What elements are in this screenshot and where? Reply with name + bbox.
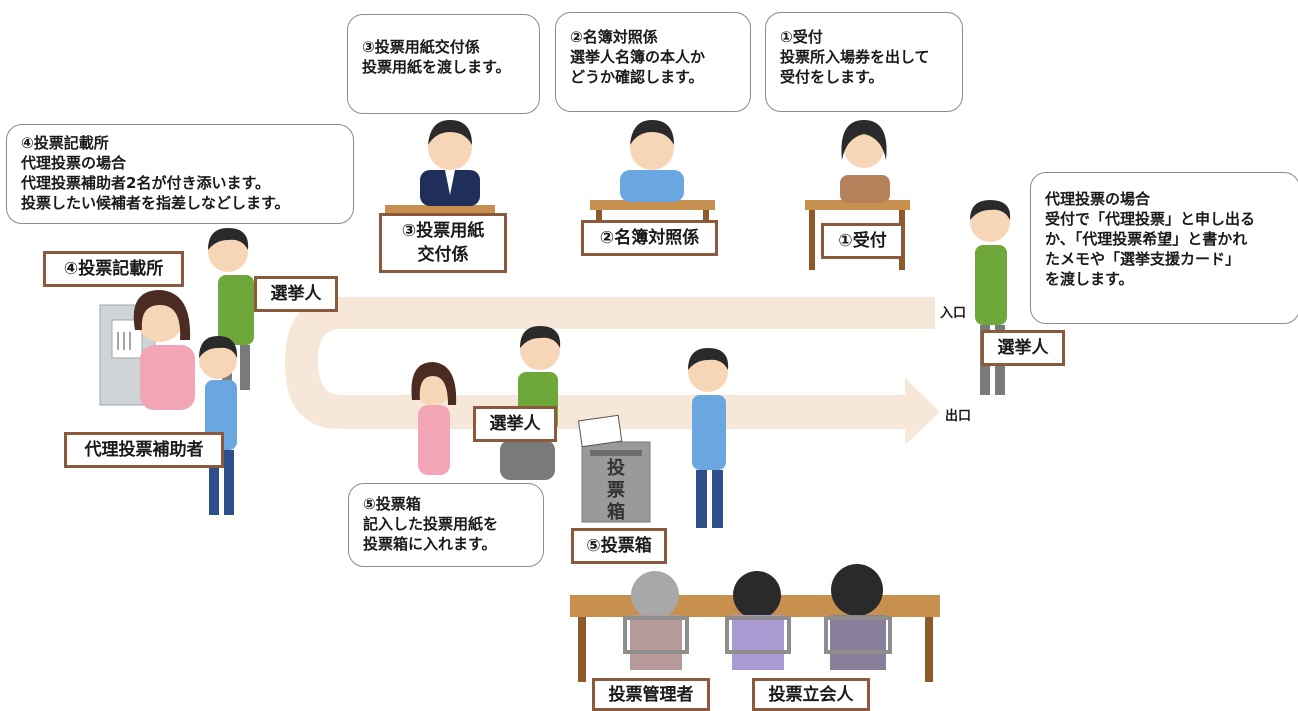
- ballot-box-char: 票: [607, 480, 625, 501]
- manager-figure: [623, 571, 689, 670]
- label-witness: 投票立会人: [752, 678, 870, 711]
- label-voter-right: 選挙人: [981, 330, 1065, 366]
- label-ballot-box: ⑤投票箱: [571, 528, 667, 564]
- witness-figure-2: [824, 564, 892, 670]
- ballot-box-char: 箱: [607, 502, 625, 523]
- register-staff: [620, 120, 684, 202]
- label-issuer: ③投票用紙 交付係: [379, 213, 507, 273]
- assistant-blue: [199, 336, 238, 515]
- flow-path: [285, 297, 940, 445]
- ballot-box-text: 投 票 箱: [603, 458, 629, 524]
- ballot-box: [577, 414, 651, 523]
- label-assistant: 代理投票補助者: [64, 432, 224, 468]
- bubble-issuer: ③投票用紙交付係 投票用紙を渡します。: [347, 14, 540, 114]
- booth-voter: [133, 290, 195, 410]
- label-manager: 投票管理者: [592, 678, 710, 711]
- bubble-booth: ④投票記載所 代理投票の場合 代理投票補助者2名が付き添います。 投票したい候補…: [6, 124, 354, 224]
- bubble-ballot-box: ⑤投票箱 記入した投票用紙を 投票箱に入れます。: [348, 483, 544, 567]
- bubble-proxy: 代理投票の場合 受付で「代理投票」と申し出る か、「代理投票希望」と書かれ たメ…: [1030, 172, 1298, 324]
- label-booth: ④投票記載所: [43, 251, 184, 287]
- label-voter-top: 選挙人: [254, 276, 338, 312]
- bubble-register: ②名簿対照係 選挙人名簿の本人か どうか確認します。: [555, 12, 751, 112]
- label-voter-middle: 選挙人: [473, 406, 557, 442]
- label-register: ②名簿対照係: [581, 220, 718, 256]
- exit-label: 出口: [945, 409, 972, 424]
- assistant-green: [208, 228, 254, 390]
- reception-staff: [840, 120, 890, 203]
- issuer-staff: [420, 120, 480, 206]
- entrance-label: 入口: [940, 306, 967, 321]
- ballot-box-char: 投: [607, 458, 625, 479]
- label-reception: ①受付: [821, 223, 904, 259]
- witness-figure-1: [725, 571, 791, 670]
- bubble-reception: ①受付 投票所入場券を出して 受付をします。: [765, 12, 963, 112]
- flow-woman: [411, 362, 457, 475]
- observer: [688, 348, 729, 528]
